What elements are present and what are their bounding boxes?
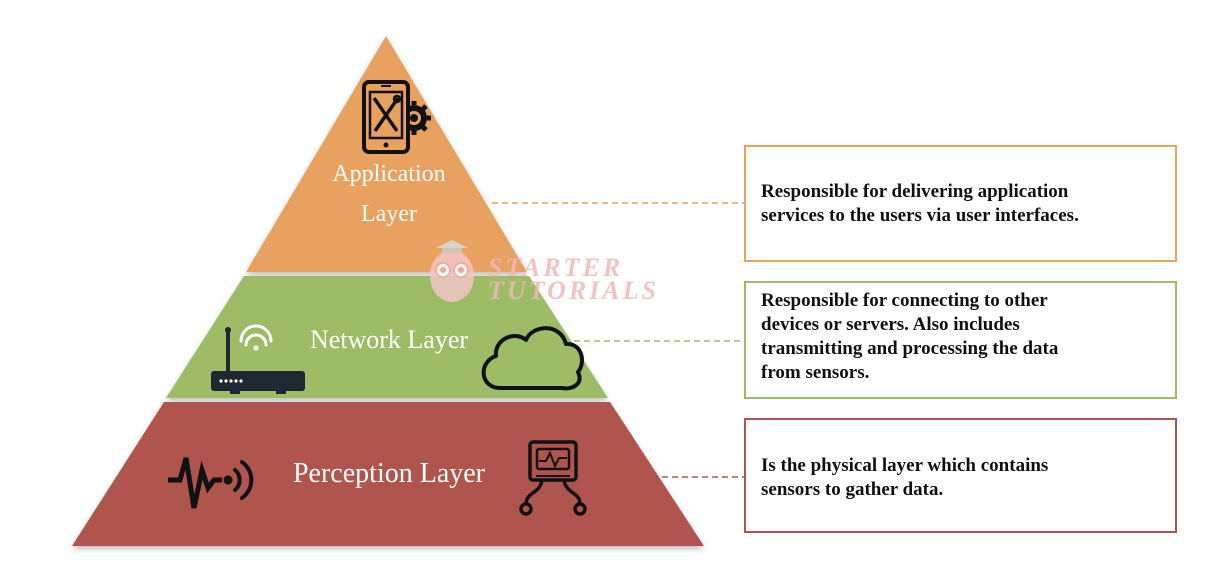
application-description-line: Responsible for delivering application	[761, 181, 1069, 202]
network-description-line: transmitting and processing the data	[761, 338, 1059, 359]
application-layer-title-line2: Layer	[361, 201, 417, 227]
owl-logo-icon	[430, 240, 474, 302]
perception-description-line: Is the physical layer which contains	[761, 455, 1049, 476]
perception-layer-shape	[72, 402, 704, 546]
cloud-icon	[481, 326, 584, 391]
watermark-line2: TUTORIALS	[488, 276, 659, 305]
perception-description-line: sensors to gather data.	[761, 479, 944, 500]
network-layer-shape	[166, 276, 608, 398]
sensor-device-icon	[519, 440, 587, 516]
application-description-box: Responsible for delivering application s…	[744, 145, 1177, 262]
pulse-signal-icon	[168, 457, 254, 509]
network-description-line: Responsible for connecting to other	[761, 290, 1048, 311]
watermark: STARTER TUTORIALS	[430, 240, 659, 305]
network-description-line: from sensors.	[761, 362, 870, 383]
network-description-box: Responsible for connecting to other devi…	[744, 281, 1177, 399]
network-layer-title: Network Layer	[310, 325, 468, 354]
application-layer-title-line1: Application	[332, 161, 445, 187]
application-description-line: services to the users via user interface…	[761, 205, 1079, 226]
network-description-line: devices or servers. Also includes	[761, 314, 1020, 335]
tablet-tools-gear-icon	[362, 80, 431, 154]
perception-layer-title: Perception Layer	[293, 458, 486, 489]
wifi-router-icon	[211, 324, 305, 394]
perception-description-box: Is the physical layer which contains sen…	[744, 418, 1177, 533]
watermark-line1: STARTER	[488, 253, 623, 282]
